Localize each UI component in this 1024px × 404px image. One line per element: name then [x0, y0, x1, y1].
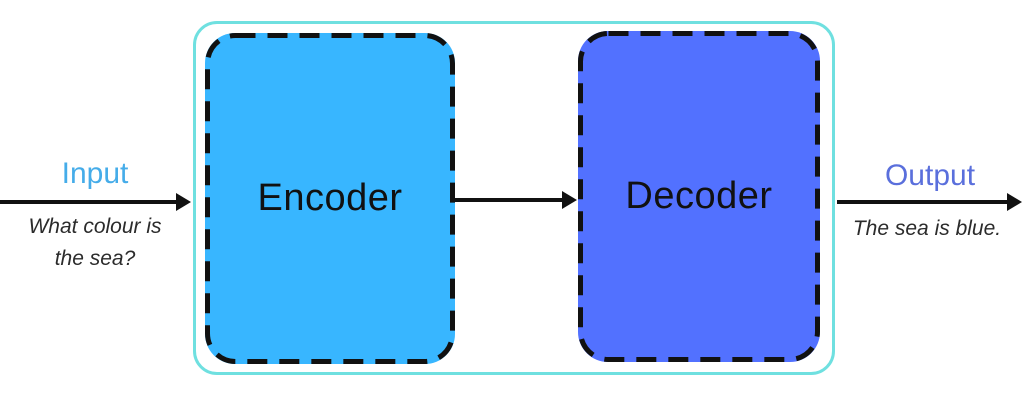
input-label: Input	[61, 157, 129, 190]
output-arrow	[837, 193, 1022, 211]
decoder-block: Decoder	[578, 31, 820, 362]
input-sample-text-line1: What colour is	[28, 215, 162, 238]
encoder-block: Encoder	[205, 33, 455, 364]
input-sample-text: What colour is the sea?	[0, 211, 190, 274]
output-label: Output	[884, 159, 976, 192]
encoder-to-decoder-arrow	[452, 191, 577, 209]
model-container-box	[193, 21, 835, 375]
decoder-label: Decoder	[625, 175, 773, 217]
input-arrow	[0, 193, 191, 211]
output-sample-text: The sea is blue.	[852, 217, 1002, 240]
input-sample-text-line2: the sea?	[54, 246, 136, 270]
input-arrowhead-icon	[176, 193, 191, 211]
encoder-label: Encoder	[257, 177, 403, 219]
output-arrowhead-icon	[1007, 193, 1022, 211]
middle-arrowhead-icon	[562, 191, 577, 209]
